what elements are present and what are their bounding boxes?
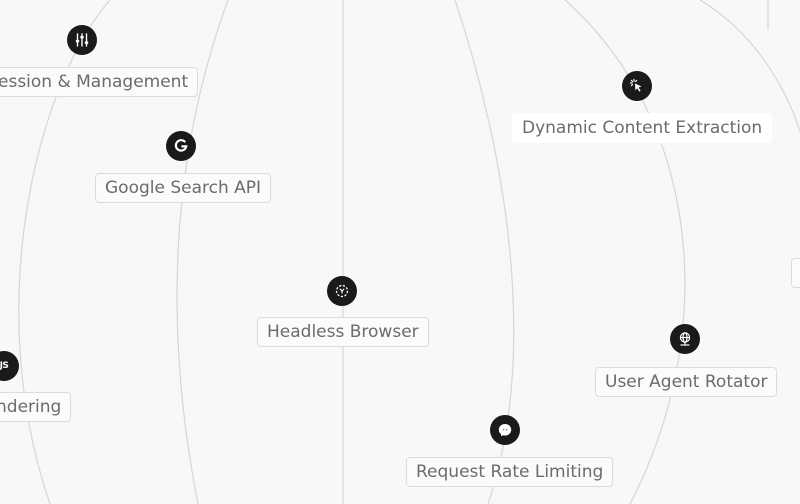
node-label: Dynamic Content Extraction bbox=[512, 113, 773, 143]
globe-network-icon bbox=[670, 324, 700, 354]
connector-line bbox=[699, 0, 800, 240]
node-label: User Agent Rotator bbox=[595, 367, 778, 397]
focus-frame-icon bbox=[327, 276, 357, 306]
connector-line bbox=[564, 0, 686, 504]
node-label: ndering bbox=[0, 392, 72, 422]
js-badge-icon: JS bbox=[0, 351, 19, 381]
node-label-offscreen[interactable] bbox=[791, 258, 800, 288]
google-icon bbox=[166, 131, 196, 161]
node-label: Request Rate Limiting bbox=[406, 457, 614, 487]
node-label: ession & Management bbox=[0, 67, 199, 97]
sliders-icon bbox=[67, 25, 97, 55]
node-label: Headless Browser bbox=[257, 317, 429, 347]
messenger-icon bbox=[490, 415, 520, 445]
cursor-click-icon bbox=[622, 71, 652, 101]
node-label: Google Search API bbox=[95, 173, 272, 203]
